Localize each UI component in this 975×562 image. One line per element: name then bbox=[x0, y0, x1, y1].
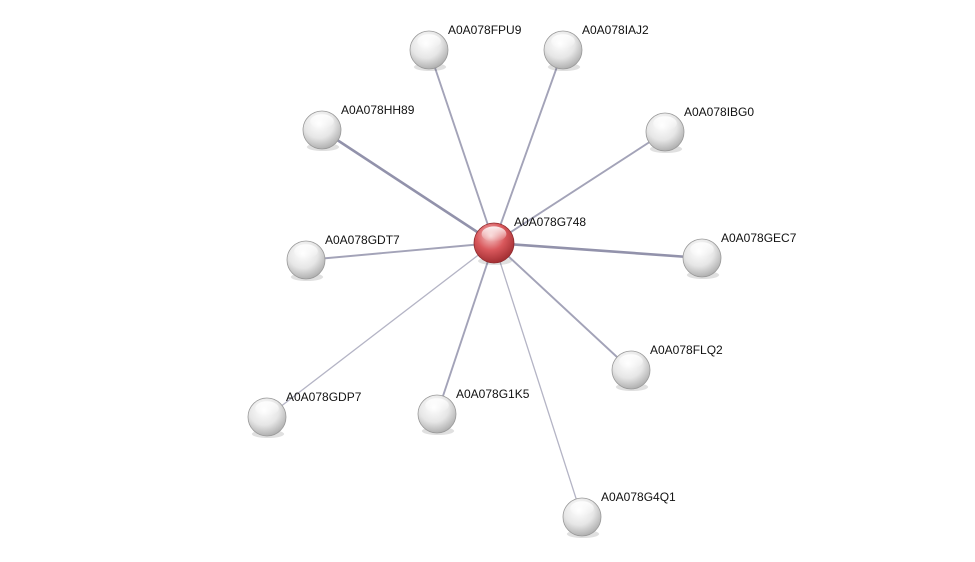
node-label: A0A078G1K5 bbox=[456, 387, 530, 401]
node-g1k5[interactable]: A0A078G1K5 bbox=[417, 387, 530, 435]
edge-center-hh89 bbox=[320, 128, 496, 245]
node-highlight bbox=[294, 244, 318, 259]
node-label: A0A078HH89 bbox=[341, 103, 415, 117]
node-highlight bbox=[690, 242, 714, 257]
node-highlight bbox=[255, 401, 279, 416]
node-ibg0[interactable]: A0A078IBG0 bbox=[645, 105, 754, 153]
node-gec7[interactable]: A0A078GEC7 bbox=[682, 231, 797, 279]
node-highlight bbox=[653, 116, 677, 131]
edge-center-flq2 bbox=[493, 242, 632, 371]
node-label: A0A078FLQ2 bbox=[650, 343, 723, 357]
node-gdt7[interactable]: A0A078GDT7 bbox=[286, 233, 400, 281]
edge-center-iaj2 bbox=[493, 49, 564, 244]
node-label: A0A078GDP7 bbox=[286, 390, 362, 404]
edge-center-fpu9 bbox=[428, 49, 495, 244]
node-highlight bbox=[417, 34, 441, 49]
node-highlight bbox=[570, 501, 594, 516]
node-iaj2[interactable]: A0A078IAJ2 bbox=[543, 23, 649, 71]
node-label: A0A078G748 bbox=[514, 215, 586, 229]
edge-center-gdp7 bbox=[266, 242, 495, 418]
node-fpu9[interactable]: A0A078FPU9 bbox=[409, 23, 522, 71]
edge-center-g1k5 bbox=[436, 242, 495, 415]
node-hh89[interactable]: A0A078HH89 bbox=[302, 103, 415, 151]
node-g4q1[interactable]: A0A078G4Q1 bbox=[562, 490, 676, 538]
node-highlight bbox=[425, 398, 449, 413]
edge-center-g4q1 bbox=[493, 242, 583, 518]
edge-center-gec7 bbox=[492, 241, 704, 260]
node-label: A0A078IAJ2 bbox=[582, 23, 649, 37]
node-label: A0A078FPU9 bbox=[448, 23, 522, 37]
node-highlight bbox=[619, 354, 643, 369]
node-gdp7[interactable]: A0A078GDP7 bbox=[247, 390, 362, 438]
node-label: A0A078GDT7 bbox=[325, 233, 400, 247]
node-label: A0A078GEC7 bbox=[721, 231, 797, 245]
edges-layer bbox=[266, 49, 704, 518]
edge-center-gdt7 bbox=[305, 242, 495, 261]
node-label: A0A078IBG0 bbox=[684, 105, 754, 119]
edge-center-ibg0 bbox=[493, 131, 666, 244]
node-flq2[interactable]: A0A078FLQ2 bbox=[611, 343, 723, 391]
node-highlight bbox=[551, 34, 575, 49]
node-highlight bbox=[310, 114, 334, 129]
node-highlight bbox=[481, 226, 507, 242]
node-center[interactable]: A0A078G748 bbox=[473, 215, 586, 265]
node-label: A0A078G4Q1 bbox=[601, 490, 676, 504]
